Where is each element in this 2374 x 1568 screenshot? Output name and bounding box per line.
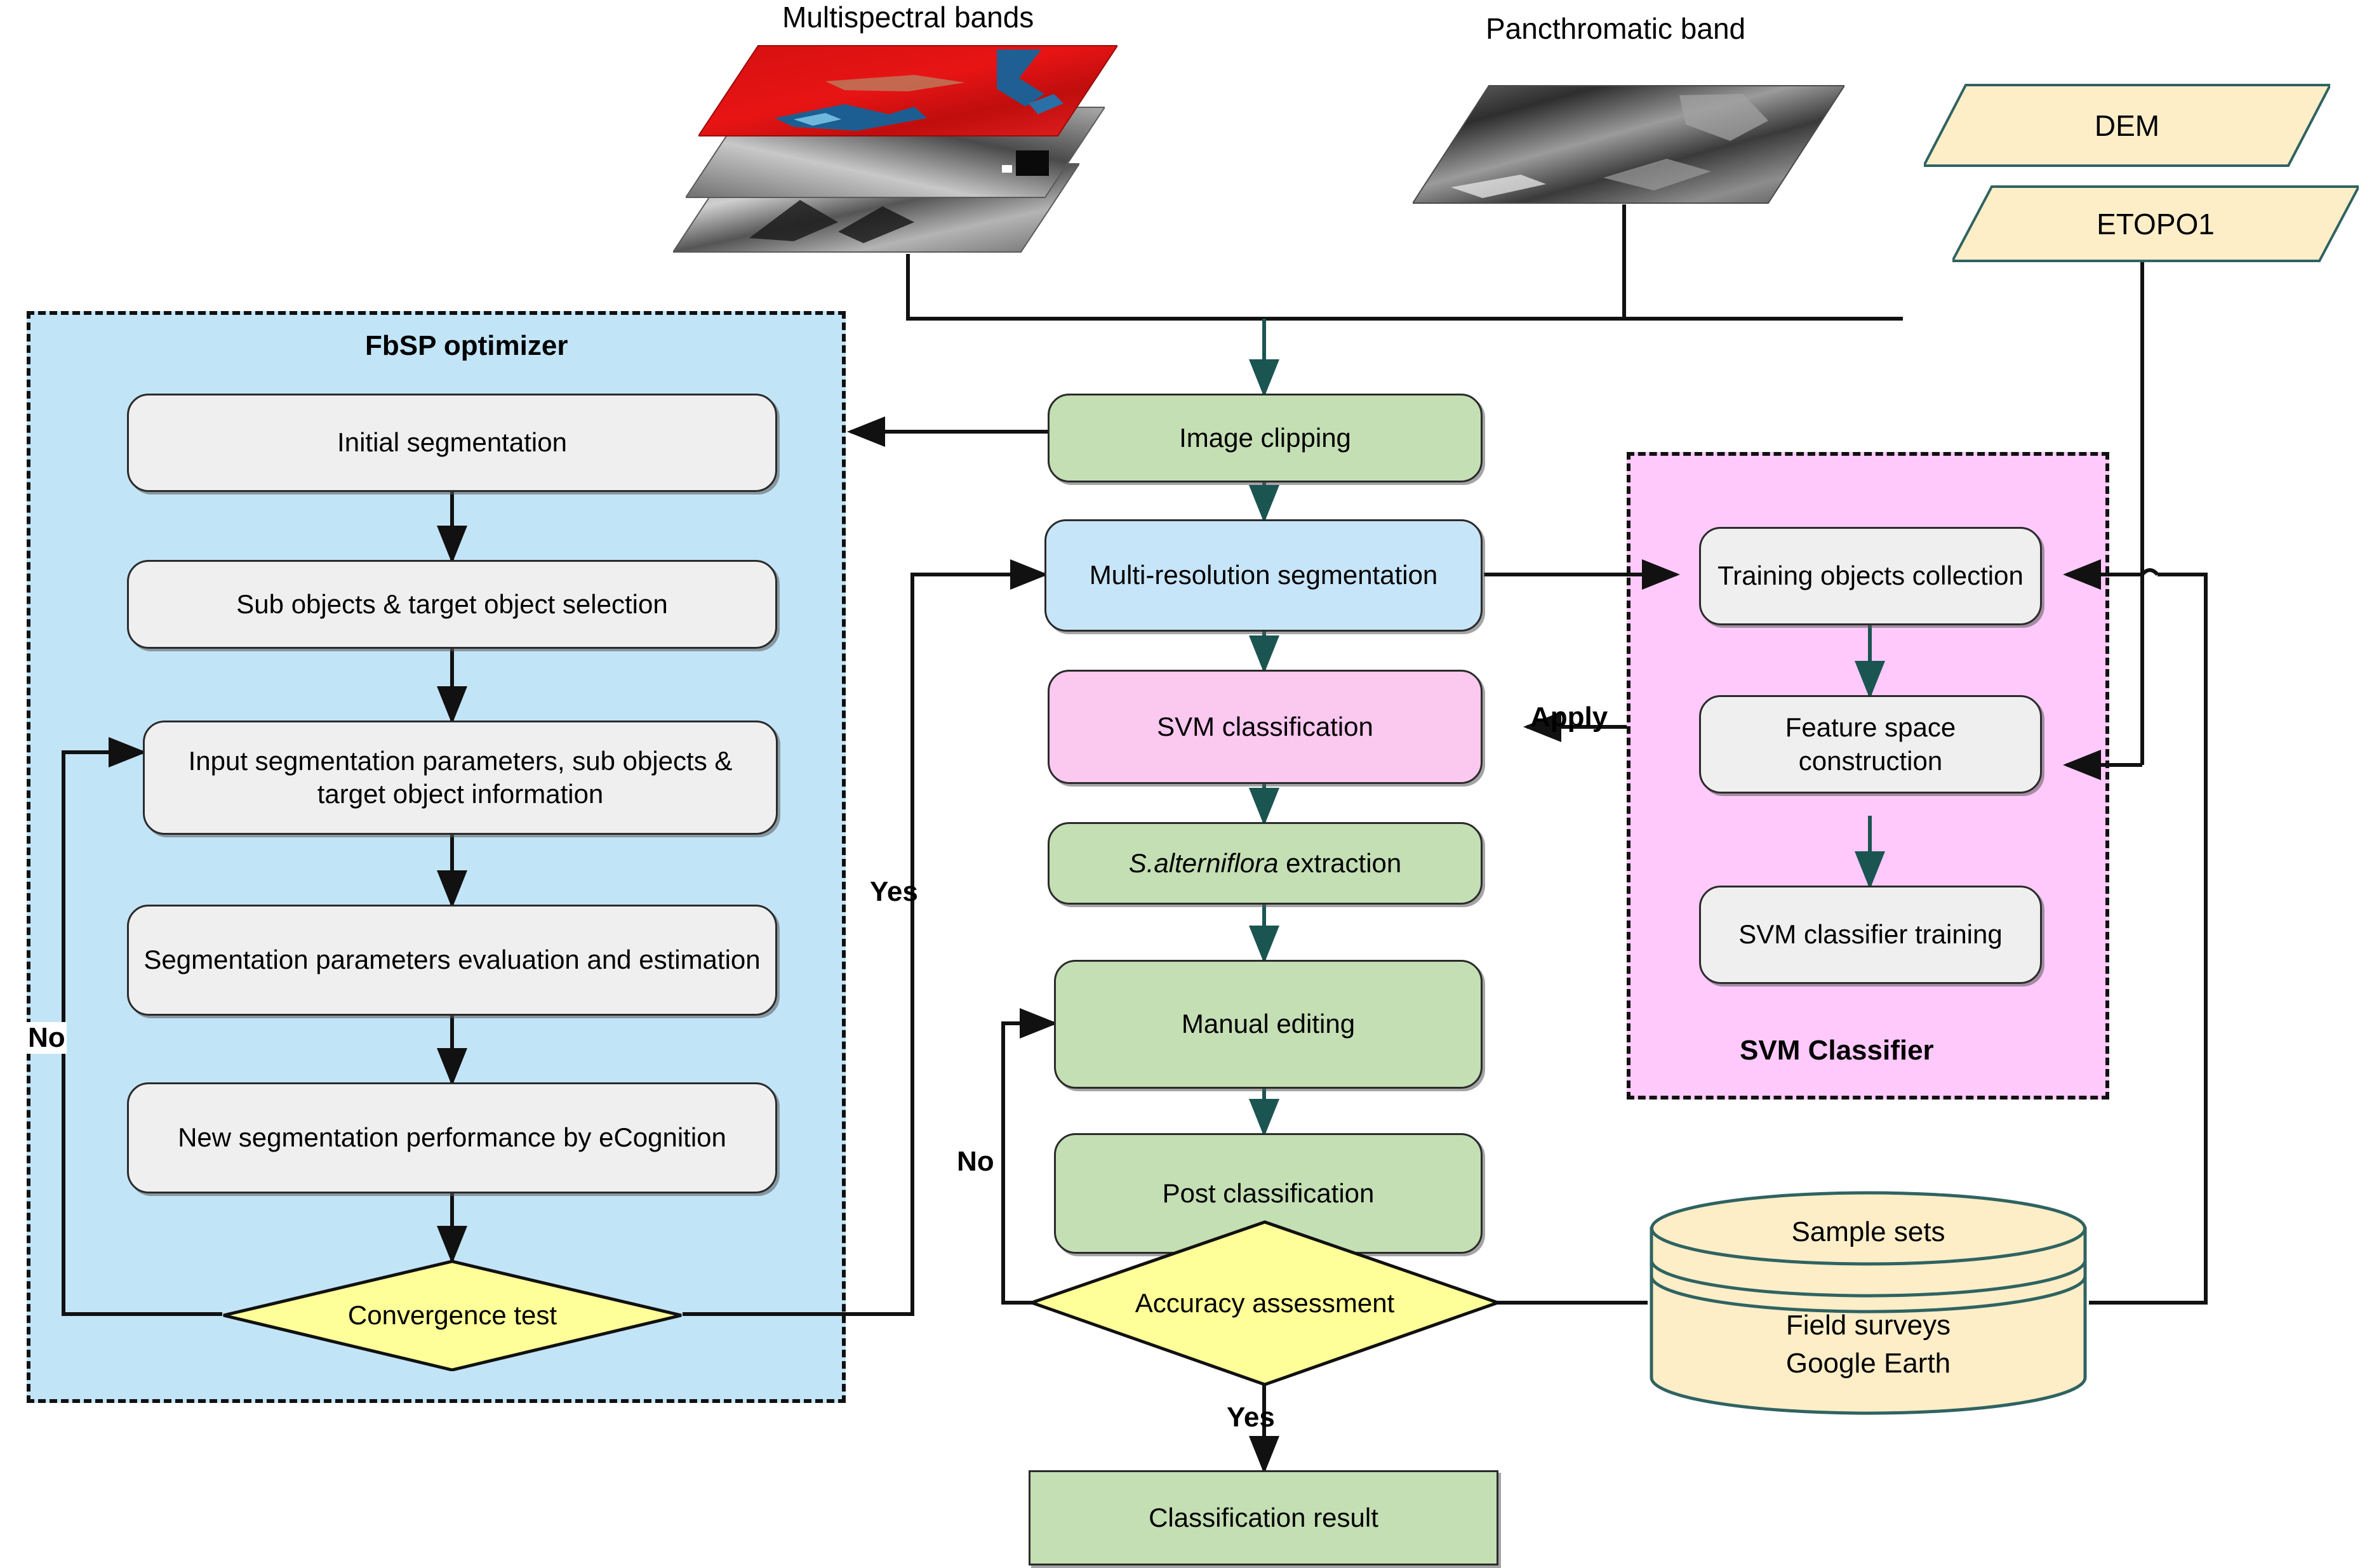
fbsp-yes-edge-label: Yes bbox=[870, 876, 918, 907]
dem-label-wrap: DEM bbox=[1924, 83, 2330, 168]
fbsp-no-edge-label: No bbox=[27, 1022, 67, 1054]
step-salterniflora-extraction[interactable]: S.alterniflora extraction bbox=[1048, 822, 1483, 905]
fbsp-step-label: Segmentation parameters evaluation and e… bbox=[143, 945, 761, 975]
step-label: Post classification bbox=[1162, 1178, 1375, 1208]
fbsp-step-parameters-evaluation[interactable]: Segmentation parameters evaluation and e… bbox=[127, 905, 777, 1016]
step-label: Multi-resolution segmentation bbox=[1089, 560, 1438, 590]
svm-step-label: SVM classifier training bbox=[1738, 919, 2003, 950]
sample-sets-line1: Field surveys bbox=[1785, 1310, 1951, 1341]
fbsp-step-label: Initial segmentation bbox=[337, 427, 567, 458]
accuracy-yes-edge-label: Yes bbox=[1227, 1402, 1275, 1433]
fbsp-step-sub-objects-selection[interactable]: Sub objects & target object selection bbox=[127, 560, 777, 649]
svm-step-training-objects-collection[interactable]: Training objects collection bbox=[1699, 527, 2042, 625]
sample-sets-datastore[interactable] bbox=[1648, 1190, 2089, 1416]
svm-step-label: Training objects collection bbox=[1717, 561, 2024, 591]
svm-step-classifier-training[interactable]: SVM classifier training bbox=[1699, 886, 2042, 984]
accuracy-assessment-label: Accuracy assessment bbox=[1135, 1287, 1395, 1318]
etopo1-label-wrap: ETOPO1 bbox=[1952, 184, 2359, 263]
step-label: SVM classification bbox=[1157, 711, 1373, 741]
panchromatic-caption: Pancthromatic band bbox=[1486, 12, 1746, 45]
classification-result-label: Classification result bbox=[1149, 1502, 1378, 1532]
panchromatic-plate bbox=[1413, 85, 1844, 204]
etopo1-data-node bbox=[1952, 185, 2359, 262]
classification-result-node[interactable]: Classification result bbox=[1029, 1470, 1498, 1565]
accuracy-no-edge-label: No bbox=[956, 1146, 996, 1178]
step-multi-resolution-segmentation[interactable]: Multi-resolution segmentation bbox=[1044, 519, 1483, 632]
dem-data-node bbox=[1924, 84, 2330, 167]
step-label: S.alterniflora extraction bbox=[1129, 847, 1402, 880]
multispectral-plate-1 bbox=[698, 45, 1117, 136]
convergence-test-text-wrap: Convergence test bbox=[222, 1260, 683, 1371]
fbsp-step-new-segmentation-performance[interactable]: New segmentation performance by eCogniti… bbox=[127, 1082, 777, 1193]
fbsp-step-initial-segmentation[interactable]: Initial segmentation bbox=[127, 394, 777, 492]
sample-sets-line2: Google Earth bbox=[1785, 1348, 1951, 1379]
sample-sets-top-label: Sample sets bbox=[1791, 1216, 1945, 1247]
convergence-test-decision[interactable] bbox=[222, 1260, 683, 1371]
sample-sets-text-wrap: Sample sets Field surveys Google Earth bbox=[1648, 1190, 2089, 1416]
fbsp-step-label: New segmentation performance by eCogniti… bbox=[178, 1122, 726, 1153]
svm-step-label: Feature space construction bbox=[1785, 712, 1956, 776]
step-svm-classification[interactable]: SVM classification bbox=[1048, 670, 1483, 784]
step-image-clipping[interactable]: Image clipping bbox=[1048, 394, 1483, 482]
step-label: Image clipping bbox=[1179, 422, 1351, 453]
accuracy-assessment-text-wrap: Accuracy assessment bbox=[1079, 1220, 1450, 1386]
fbsp-step-label: Sub objects & target object selection bbox=[236, 588, 668, 619]
dem-label: DEM bbox=[2094, 109, 2160, 142]
species-name: S.alterniflora bbox=[1128, 847, 1279, 878]
fbsp-panel-title: FbSP optimizer bbox=[365, 330, 568, 361]
convergence-test-label: Convergence test bbox=[347, 1300, 557, 1331]
fbsp-step-input-parameters[interactable]: Input segmentation parameters, sub objec… bbox=[143, 721, 778, 835]
fbsp-step-label: Input segmentation parameters, sub objec… bbox=[188, 745, 733, 809]
apply-edge-label: Apply bbox=[1530, 701, 1608, 733]
etopo1-label: ETOPO1 bbox=[2097, 207, 2215, 241]
step-label: Manual editing bbox=[1181, 1009, 1356, 1039]
svm-panel-title: SVM Classifier bbox=[1740, 1035, 1934, 1066]
svm-step-feature-space-construction[interactable]: Feature space construction bbox=[1699, 695, 2042, 794]
step-manual-editing[interactable]: Manual editing bbox=[1054, 960, 1483, 1089]
multispectral-caption: Multispectral bands bbox=[782, 1, 1034, 34]
extraction-word: extraction bbox=[1278, 847, 1402, 878]
